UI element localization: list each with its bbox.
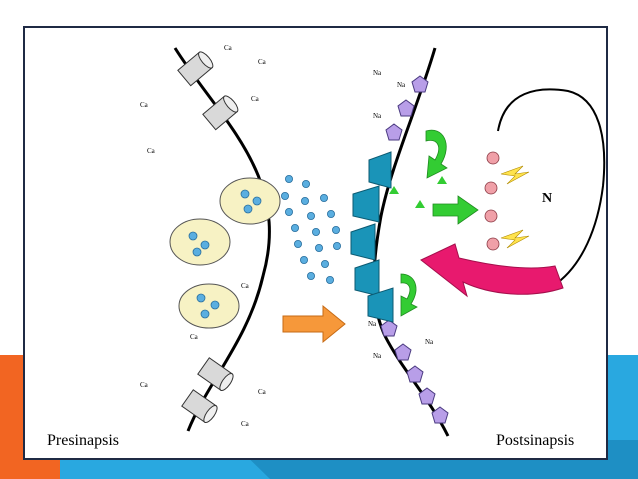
sodium-ion-label: Na (368, 320, 377, 328)
synaptic-vesicle (178, 283, 240, 329)
calcium-channel (177, 51, 214, 87)
calcium-channel (197, 357, 234, 392)
calcium-ion-label: Ca (224, 44, 233, 52)
calcium-ion-label: Ca (251, 95, 260, 103)
sodium-channel (380, 319, 398, 337)
straight-green-arrow (432, 195, 479, 225)
calcium-ion-label: Ca (241, 420, 250, 428)
calcium-ion-label: Ca (190, 333, 199, 341)
calcium-ion-label: Ca (258, 388, 267, 396)
sodium-ion-label: Na (373, 69, 382, 77)
curved-green-arrow (425, 129, 448, 179)
synaptic-vesicle (169, 218, 231, 266)
postsynaptic-receptor (350, 223, 376, 261)
postsynapse-label: Postsinapsis (496, 432, 575, 449)
postsynaptic-receptor (367, 287, 394, 323)
membrane-receptor (484, 181, 498, 195)
release-arrow (282, 304, 346, 344)
calcium-ion-label: Ca (140, 101, 149, 109)
calcium-channel (202, 95, 239, 131)
bound-ligand (415, 200, 425, 208)
sodium-ion-label: Na (425, 338, 434, 346)
neuron-label: N (542, 191, 552, 206)
synapse-diagram: Ca Ca Ca Ca Ca Ca Ca Ca Ca Ca (140, 44, 606, 437)
bound-ligand (389, 186, 399, 194)
sodium-ion-label: Na (373, 112, 382, 120)
feedback-arrow (420, 243, 564, 298)
sodium-channel (418, 387, 436, 405)
curved-green-arrow (400, 273, 418, 317)
sodium-channel (385, 123, 403, 141)
synaptic-vesicle (219, 177, 281, 225)
postsynaptic-receptor (368, 151, 392, 189)
sodium-channel (411, 75, 429, 93)
sodium-channel (431, 406, 449, 424)
sodium-channel (394, 343, 412, 361)
sodium-ion-label: Na (373, 352, 382, 360)
neurotransmitter-cloud (280, 174, 341, 284)
sodium-ion-label: Na (397, 81, 406, 89)
calcium-channel (181, 389, 218, 424)
membrane-receptor (484, 209, 498, 223)
sodium-channel (397, 99, 415, 117)
calcium-ion-label: Ca (241, 282, 250, 290)
membrane-receptor (486, 151, 500, 165)
membrane-receptor (486, 237, 500, 251)
calcium-ion-label: Ca (140, 381, 149, 389)
lightning-bolt-icon (500, 229, 530, 249)
postsynaptic-receptor (354, 259, 380, 297)
sodium-channel (406, 365, 424, 383)
lightning-bolt-icon (500, 165, 530, 185)
postsynaptic-receptor (352, 185, 380, 223)
bound-ligand (437, 176, 447, 184)
calcium-ion-label: Ca (258, 58, 267, 66)
diagram-frame (23, 26, 608, 460)
calcium-ion-label: Ca (147, 147, 156, 155)
presynapse-label: Presinapsis (47, 432, 119, 449)
